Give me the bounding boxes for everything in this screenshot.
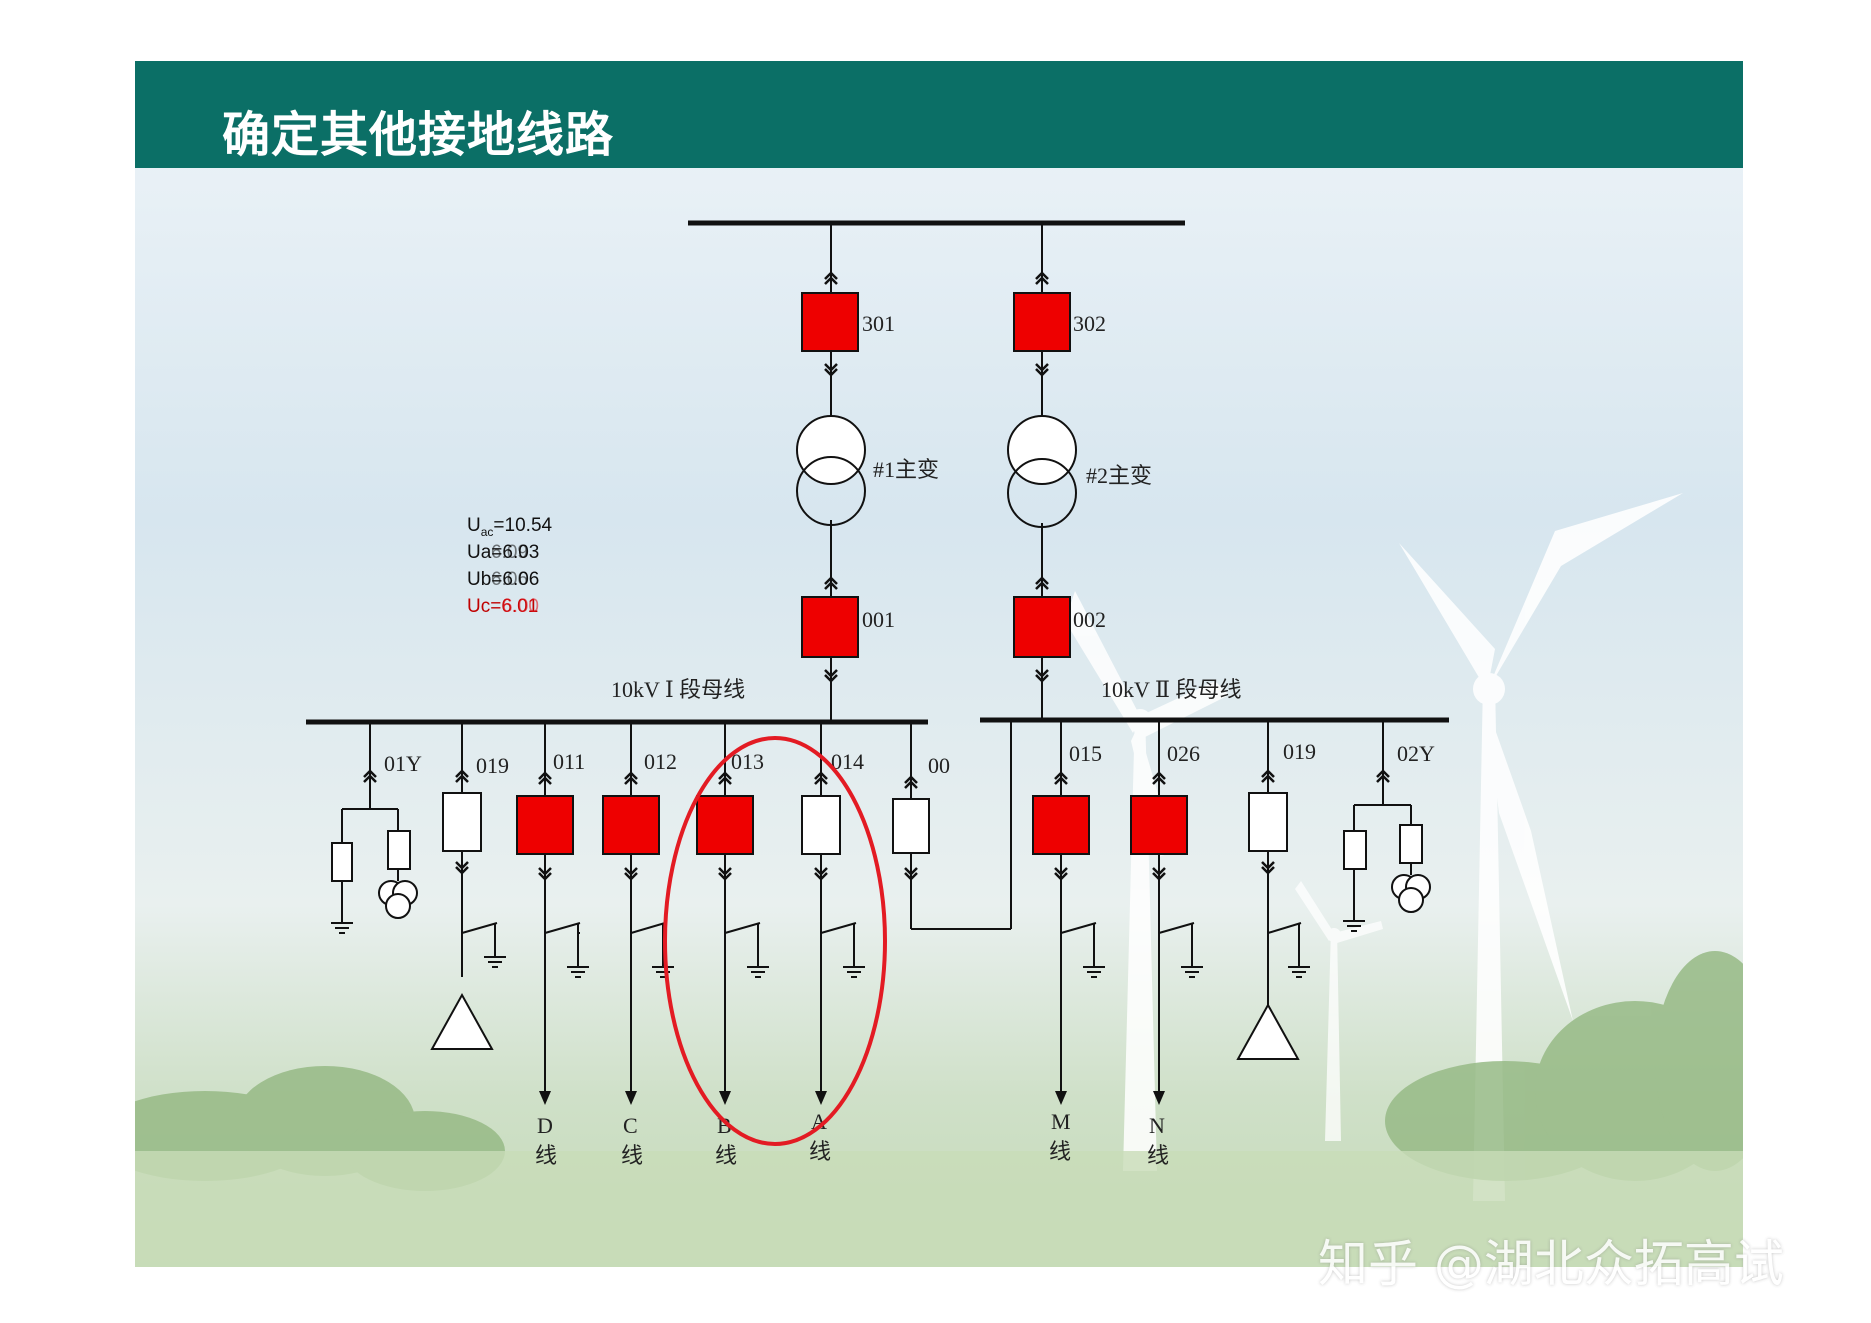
label-019-bus2: 019 bbox=[1283, 739, 1316, 764]
breaker-001[interactable] bbox=[801, 596, 859, 658]
label-011: 011 bbox=[553, 749, 585, 774]
background-scenery bbox=[135, 493, 1743, 1267]
transformer-2[interactable] bbox=[1007, 415, 1077, 528]
grass-field bbox=[135, 1151, 1743, 1267]
pt-02y-fuse[interactable] bbox=[1343, 830, 1367, 870]
pt-01y-transformer[interactable] bbox=[378, 880, 418, 919]
line-d-letter: D bbox=[537, 1113, 553, 1138]
label-transformer-1: #1主变 bbox=[873, 457, 939, 482]
breaker-013[interactable] bbox=[696, 795, 754, 855]
label-302: 302 bbox=[1073, 311, 1106, 336]
pt-01y-fuse[interactable] bbox=[331, 842, 353, 882]
label-01y: 01Y bbox=[384, 751, 422, 776]
line-n-suffix: 线 bbox=[1147, 1143, 1169, 1168]
line-c-suffix: 线 bbox=[621, 1143, 643, 1168]
breaker-302[interactable] bbox=[1013, 292, 1071, 352]
capacitor-019-bus1[interactable] bbox=[430, 992, 494, 1050]
svg-text:Ub=6.06: Ub=6.06 bbox=[467, 569, 539, 590]
pt-01y-resistor[interactable] bbox=[387, 830, 411, 870]
line-m-letter: M bbox=[1051, 1109, 1071, 1134]
label-02y: 02Y bbox=[1397, 741, 1435, 766]
breaker-014[interactable] bbox=[801, 795, 841, 855]
slide: 确定其他接地线路 bbox=[135, 61, 1743, 1267]
reading-ub-overprint: 6.06 bbox=[491, 569, 528, 590]
breaker-019-bus2[interactable] bbox=[1248, 792, 1288, 852]
pt-02y-transformer[interactable] bbox=[1391, 874, 1431, 913]
breaker-015[interactable] bbox=[1032, 795, 1090, 855]
breaker-019-bus1[interactable] bbox=[442, 792, 482, 852]
svg-text:Uc=6.01: Uc=6.01 bbox=[467, 596, 538, 617]
highlight-circle-b-a-lines bbox=[663, 736, 887, 1146]
label-transformer-2: #2主变 bbox=[1086, 463, 1152, 488]
reading-uac: 10.54 bbox=[505, 515, 553, 536]
svg-text:Uac=10.54: Uac=10.54 bbox=[467, 515, 553, 539]
label-bus-1: 10kV Ⅰ 段母线 bbox=[611, 677, 745, 702]
breaker-00-bus-tie[interactable] bbox=[892, 798, 930, 854]
transformer-1[interactable] bbox=[796, 415, 866, 526]
line-c-letter: C bbox=[623, 1113, 638, 1138]
line-b-suffix: 线 bbox=[715, 1143, 737, 1168]
slide-header-bar bbox=[135, 61, 1743, 168]
pt-02y-resistor[interactable] bbox=[1399, 824, 1423, 864]
single-line-diagram: 301 302 001 002 #1主变 #2主变 Uac=10.54 Ua=6… bbox=[306, 220, 1449, 1168]
line-a-suffix: 线 bbox=[809, 1139, 831, 1164]
slide-title: 确定其他接地线路 bbox=[222, 107, 615, 163]
reading-ua: 6.03 bbox=[502, 542, 539, 563]
line-n-letter: N bbox=[1149, 1113, 1165, 1138]
breaker-011[interactable] bbox=[516, 795, 574, 855]
label-00: 00 bbox=[928, 753, 950, 778]
watermark: 知乎 @湖北众拓高试 bbox=[1318, 1235, 1784, 1293]
breaker-012[interactable] bbox=[602, 795, 660, 855]
reading-ua-overprint: 6.09 bbox=[491, 542, 528, 563]
capacitor-019-bus2[interactable] bbox=[1236, 1002, 1300, 1060]
label-019-bus1: 019 bbox=[476, 753, 509, 778]
label-002: 002 bbox=[1073, 607, 1106, 632]
voltage-readings: Uac=10.54 Ua=6.03 6.09 Ub=6.06 6.06 Uc=6… bbox=[467, 515, 553, 617]
label-bus-2: 10kV Ⅱ 段母线 bbox=[1101, 677, 1241, 702]
wind-turbine-medium bbox=[1065, 591, 1229, 1171]
label-301: 301 bbox=[862, 311, 895, 336]
reading-uc: 6.01 bbox=[501, 596, 538, 617]
svg-text:Ua=6.03: Ua=6.03 bbox=[467, 542, 539, 563]
wind-turbine-small bbox=[1295, 881, 1383, 1141]
breaker-002[interactable] bbox=[1013, 596, 1071, 658]
breaker-301[interactable] bbox=[801, 292, 859, 352]
reading-ub: 6.06 bbox=[502, 569, 539, 590]
label-026: 026 bbox=[1167, 741, 1200, 766]
breaker-026[interactable] bbox=[1130, 795, 1188, 855]
line-m-suffix: 线 bbox=[1049, 1139, 1071, 1164]
label-015: 015 bbox=[1069, 741, 1102, 766]
label-001: 001 bbox=[862, 607, 895, 632]
line-d-suffix: 线 bbox=[535, 1143, 557, 1168]
label-012: 012 bbox=[644, 749, 677, 774]
reading-uc-overprint: 6.00 bbox=[502, 596, 539, 617]
